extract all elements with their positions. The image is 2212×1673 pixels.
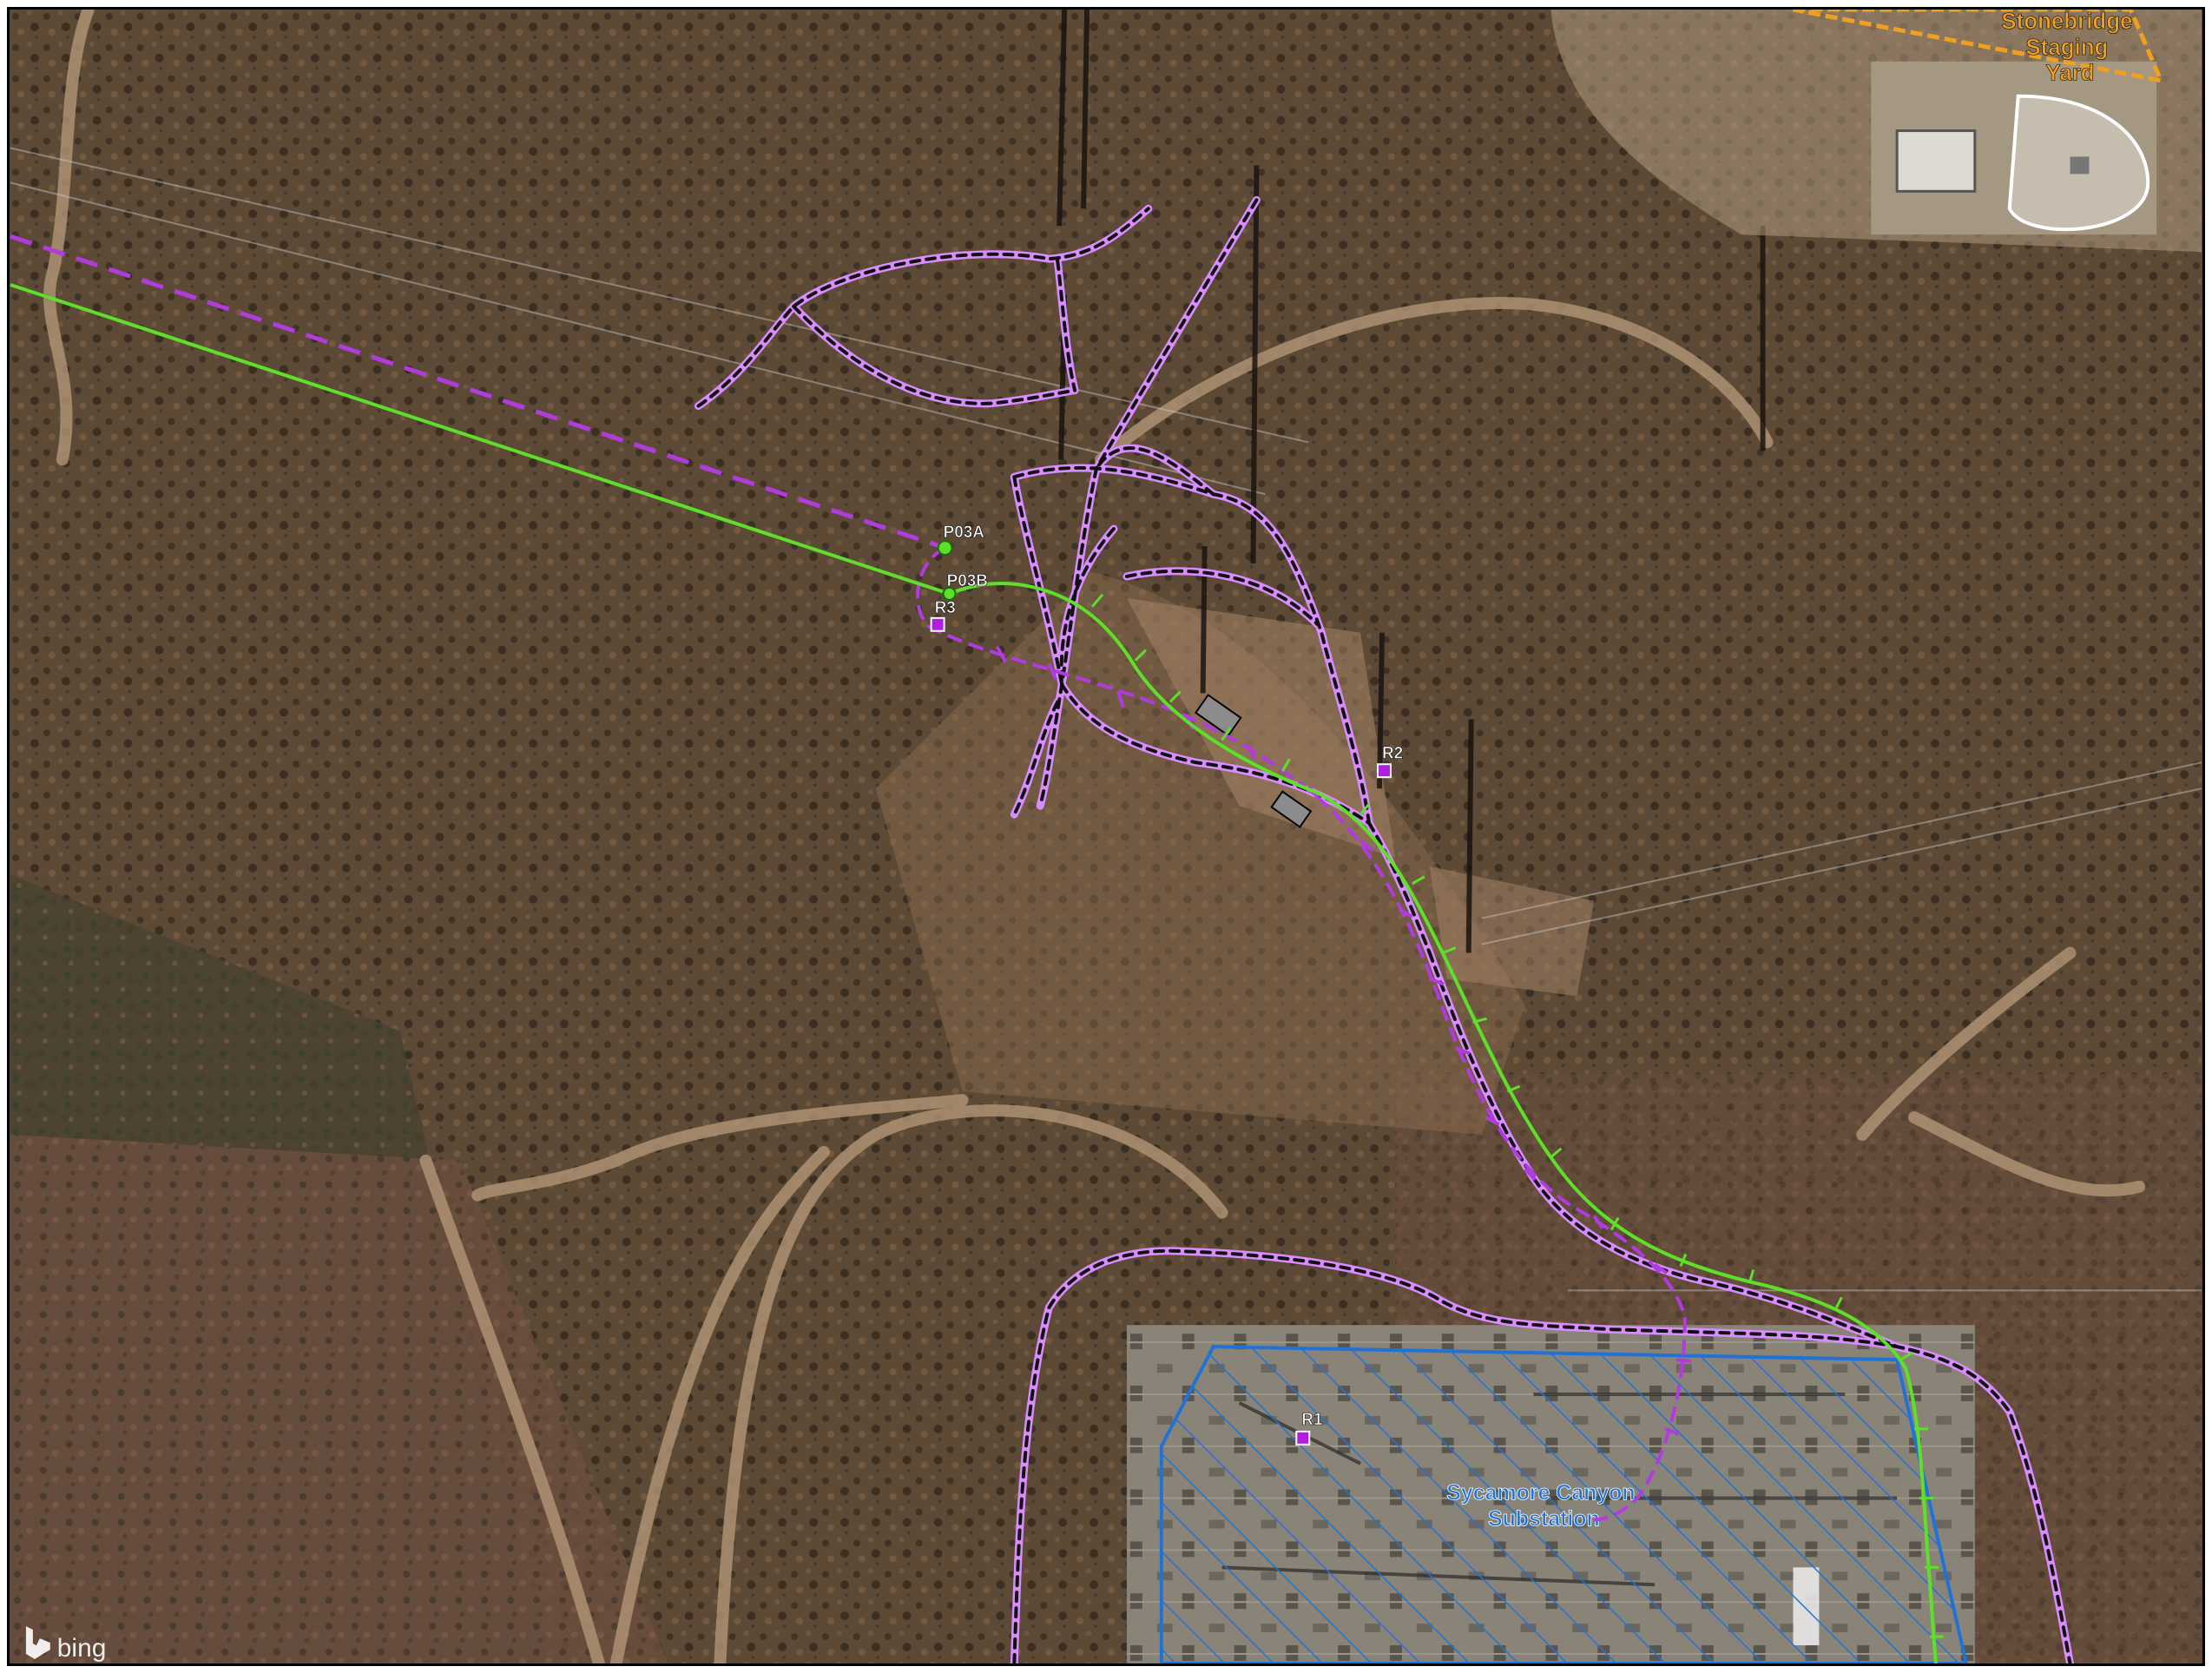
map-canvas[interactable]: Stonebridge Staging Yard Sycamore Canyon…	[10, 10, 2202, 1663]
receptor-r1-label: R1	[1301, 1411, 1322, 1429]
receptor-r2-label: R2	[1382, 744, 1403, 762]
alignment-magenta-underground[interactable]	[916, 546, 1687, 1522]
receptor-r1-marker[interactable]	[1295, 1430, 1311, 1446]
work-area-1[interactable]	[1194, 694, 1242, 737]
map-frame[interactable]: Stonebridge Staging Yard Sycamore Canyon…	[7, 7, 2205, 1666]
point-p03a-marker[interactable]	[937, 540, 953, 557]
staging-yard-label: Stonebridge Staging Yard	[2001, 10, 2138, 86]
alignment-green-ticks	[1090, 593, 1944, 1638]
substation-label: Sycamore Canyon Substation	[1446, 1481, 1641, 1531]
terrain-bare-slope	[875, 571, 1525, 1135]
substation-boundary[interactable]	[1159, 1345, 1968, 1663]
alignment-magenta-overhead[interactable]	[10, 234, 946, 550]
point-p03a-label: P03A	[944, 524, 985, 542]
work-area-2[interactable]	[1270, 790, 1313, 828]
point-p03b-label: P03B	[947, 572, 988, 590]
transmission-lines	[10, 147, 2202, 1292]
bing-logo-icon	[25, 1626, 50, 1660]
tower-shadows	[1057, 10, 1766, 953]
bing-attribution: bing	[25, 1626, 107, 1663]
point-p03b-marker[interactable]	[942, 586, 957, 601]
receptor-r3-label: R3	[935, 599, 956, 617]
receptor-r2-marker[interactable]	[1377, 763, 1392, 779]
bing-wordmark: bing	[57, 1634, 107, 1663]
alignment-green-overhead[interactable]	[10, 283, 951, 596]
terrain-red-area	[10, 1134, 668, 1663]
alignment-green-underground[interactable]	[948, 581, 1938, 1663]
access-roads[interactable]	[694, 195, 2074, 1663]
receptor-r3-marker[interactable]	[930, 616, 945, 632]
staging-yard-facility	[1550, 10, 2202, 253]
dirt-roads	[43, 10, 2146, 1663]
